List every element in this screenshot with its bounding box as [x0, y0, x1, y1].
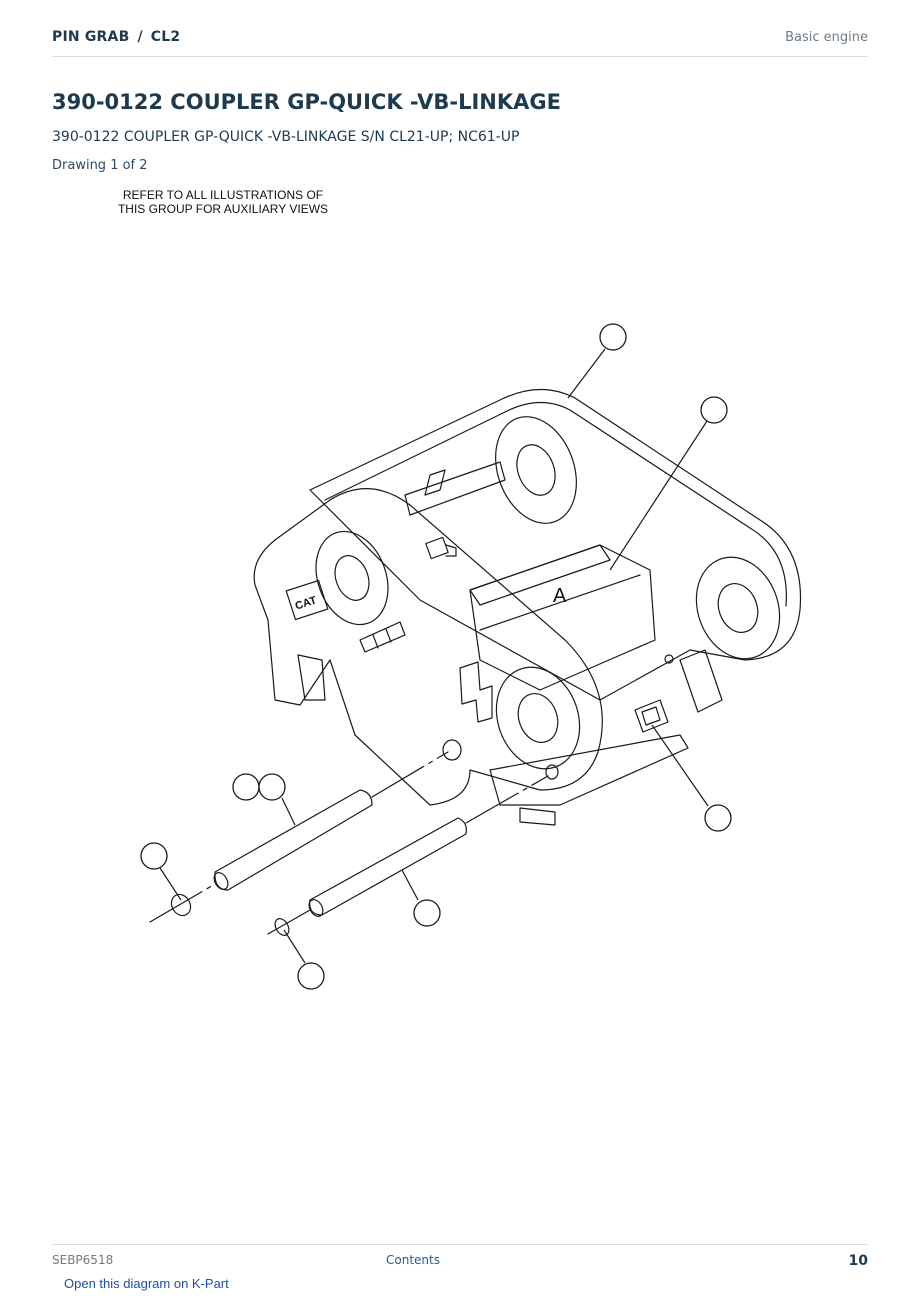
view-label: A: [553, 585, 567, 607]
grip-slots: [359, 621, 406, 653]
rear-right-boss-outer: [695, 556, 781, 660]
grease-fitting: [664, 654, 674, 664]
callout-leader-7: [283, 929, 306, 964]
rear-top-boss-outer: [495, 416, 577, 524]
page-subtitle: 390-0122 COUPLER GP-QUICK -VB-LINKAGE S/…: [52, 129, 520, 145]
page-footer: SEBP6518 Contents 10: [52, 1244, 868, 1269]
front-upper-boss-inner: [334, 555, 370, 601]
contents-link[interactable]: Contents: [386, 1253, 440, 1267]
cylinder-housing: [469, 544, 656, 691]
latch-slot: [459, 661, 493, 723]
lower-pin: [309, 817, 467, 916]
lower-pin-end: [308, 899, 324, 917]
hydraulic-fitting: [425, 536, 449, 560]
upper-retaining-ring: [170, 893, 192, 917]
cylinder-housing-top: [469, 544, 611, 606]
front-upper-boss-outer: [315, 530, 389, 626]
front-lower-boss-inner: [517, 693, 559, 743]
callout-bubble: [140, 842, 168, 870]
breadcrumb-serial-prefix: CL2: [150, 29, 181, 45]
refer-note-line-2: THIS GROUP FOR AUXILIARY VIEWS: [117, 202, 329, 216]
page-number: 10: [848, 1253, 868, 1269]
callout-bubble: [297, 962, 325, 990]
page-header: PIN GRAB / CL2 Basic engine: [52, 28, 868, 57]
lower-bar: [489, 734, 689, 806]
document-code: SEBP6518: [52, 1253, 114, 1267]
callout-leader-4: [281, 797, 296, 826]
upper-pin: [214, 789, 373, 891]
lower-retaining-ring: [274, 918, 290, 936]
breadcrumb-model: PIN GRAB: [52, 29, 130, 45]
top-cross-bar-cap: [424, 469, 446, 496]
refer-note: REFER TO ALL ILLUSTRATIONS OF THIS GROUP…: [110, 188, 336, 216]
callout-bubble: [413, 899, 441, 927]
rear-top-boss-inner: [516, 444, 556, 496]
cylinder-housing-line: [479, 574, 641, 631]
pin-hole-upper: [442, 739, 462, 761]
callout-bubble: [258, 773, 286, 801]
upper-pin-axis: [149, 751, 449, 923]
page-title: 390-0122 COUPLER GP-QUICK -VB-LINKAGE: [52, 90, 561, 114]
rear-plate-inner-edge: [324, 401, 787, 607]
callout-leader-2: [609, 420, 708, 571]
top-cross-bar: [404, 461, 506, 516]
callout-leader-1: [567, 348, 606, 399]
callout-bubble: [704, 804, 732, 832]
upper-pin-end: [213, 872, 229, 890]
callout-bubble: [700, 396, 728, 424]
right-cover: [679, 649, 723, 713]
warning-plate-inner: [641, 706, 661, 726]
breadcrumb-separator: /: [137, 29, 143, 45]
callout-leader-3: [651, 724, 709, 807]
lower-bar-end: [519, 807, 556, 826]
logo-box: [285, 579, 329, 621]
drawing-number-note: Drawing 1 of 2: [52, 158, 148, 173]
rear-right-boss-inner: [717, 583, 759, 633]
front-plate-jaw: [297, 654, 326, 701]
callout-bubble: [232, 773, 260, 801]
callout-leader-6: [401, 869, 419, 901]
rear-side-plate: [309, 388, 802, 701]
callout-leader-5: [159, 867, 182, 901]
logo-text: CAT: [294, 594, 319, 612]
breadcrumb: PIN GRAB / CL2: [52, 29, 180, 45]
open-kpart-link[interactable]: Open this diagram on K-Part: [64, 1276, 229, 1291]
hydraulic-fitting-stem: [445, 544, 457, 557]
front-side-plate: [253, 488, 603, 806]
callout-bubble: [599, 323, 627, 351]
refer-note-line-1: REFER TO ALL ILLUSTRATIONS OF: [122, 188, 324, 202]
pin-hole-lower: [545, 764, 559, 780]
lower-pin-axis: [267, 775, 549, 935]
section-label: Basic engine: [785, 30, 868, 45]
warning-plate: [634, 699, 669, 733]
